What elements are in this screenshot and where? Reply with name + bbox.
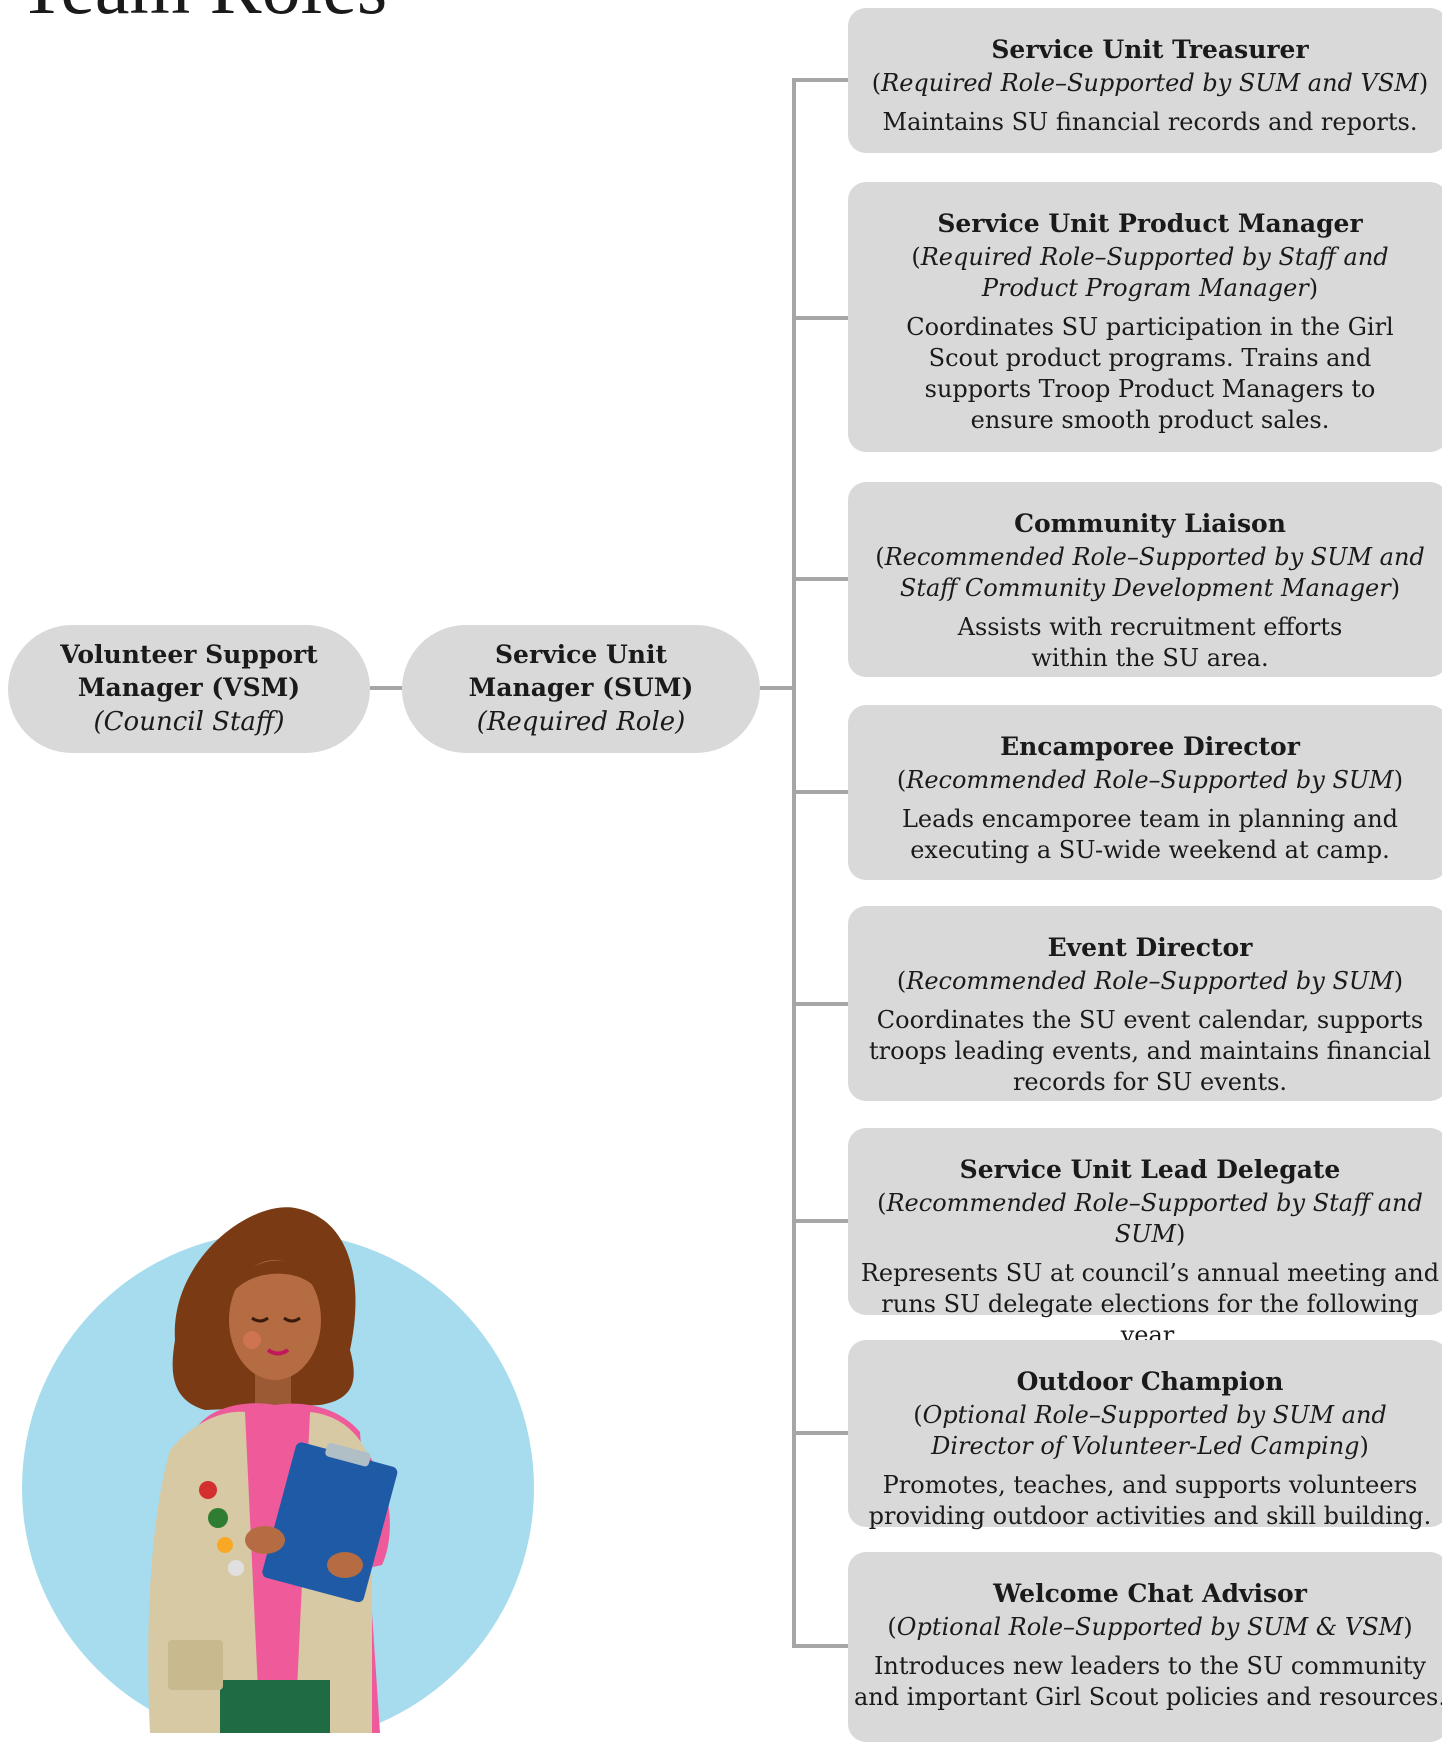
sum-title: Service Unit Manager (SUM) <box>468 640 694 702</box>
role-card-event-director: Event Director (Recommended Role–Support… <box>848 906 1442 1101</box>
role-card-lead-delegate: Service Unit Lead Delegate (Recommended … <box>848 1128 1442 1349</box>
role-support: (Recommended Role–Supported by SUM and S… <box>875 543 1425 602</box>
role-card-treasurer: Service Unit Treasurer (Required Role–Su… <box>848 8 1442 153</box>
branch-connector <box>792 1002 848 1006</box>
branch-connector <box>792 316 848 320</box>
role-title: Outdoor Champion <box>1016 1367 1284 1396</box>
face <box>229 1260 321 1380</box>
branch-connector <box>792 1219 848 1223</box>
branch-connector <box>792 1644 848 1648</box>
vsm-subtitle: (Council Staff) <box>93 707 285 737</box>
role-card-community-liaison: Community Liaison (Recommended Role–Supp… <box>848 482 1442 677</box>
role-description: Coordinates the SU event calendar, suppo… <box>869 1006 1431 1096</box>
role-description: Promotes, teaches, and supports voluntee… <box>868 1471 1432 1530</box>
role-card-product-manager: Service Unit Product Manager (Required R… <box>848 182 1442 452</box>
role-card-welcome-chat-advisor: Welcome Chat Advisor (Optional Role–Supp… <box>848 1552 1442 1742</box>
role-title: Welcome Chat Advisor <box>993 1579 1307 1608</box>
role-tree-trunk <box>792 78 796 1648</box>
girl-scout-illustration <box>22 1207 534 1733</box>
vsm-sum-connector <box>370 686 402 690</box>
branch-connector <box>792 577 848 581</box>
role-title: Service Unit Lead Delegate <box>959 1155 1341 1184</box>
branch-connector <box>792 78 848 82</box>
role-support: (Required Role–Supported by Staff and Pr… <box>911 243 1389 302</box>
role-title: Event Director <box>1047 933 1253 962</box>
role-support: (Recommended Role–Supported by Staff and… <box>877 1189 1423 1248</box>
role-support: (Recommended Role–Supported by SUM) <box>896 766 1404 794</box>
role-support: (Optional Role–Supported by SUM and Dire… <box>913 1401 1387 1460</box>
role-title: Service Unit Treasurer <box>991 35 1309 64</box>
role-title: Service Unit Product Manager <box>937 209 1363 238</box>
role-description: Maintains SU financial records and repor… <box>882 108 1418 136</box>
role-title: Community Liaison <box>1014 509 1286 538</box>
role-card-outdoor-champion: Outdoor Champion (Optional Role–Supporte… <box>848 1340 1442 1530</box>
branch-connector <box>792 790 848 794</box>
role-support: (Recommended Role–Supported by SUM) <box>896 967 1404 995</box>
role-description: Assists with recruitment efforts within … <box>957 613 1343 672</box>
role-support: (Required Role–Supported by SUM and VSM) <box>871 69 1429 97</box>
role-description: Coordinates SU participation in the Girl… <box>906 313 1394 434</box>
clipboard <box>262 1442 398 1603</box>
sum-trunk-connector <box>760 686 794 690</box>
sum-subtitle: (Required Role) <box>476 707 686 737</box>
role-title: Encamporee Director <box>1000 732 1300 761</box>
role-description: Represents SU at council’s annual meetin… <box>860 1259 1440 1349</box>
role-card-encamporee-director: Encamporee Director (Recommended Role–Su… <box>848 705 1442 880</box>
branch-connector <box>792 1431 848 1435</box>
page-title: Team Roles <box>18 0 387 26</box>
role-support: (Optional Role–Supported by SUM & VSM) <box>887 1613 1413 1641</box>
role-description: Introduces new leaders to the SU communi… <box>854 1652 1442 1711</box>
role-description: Leads encamporee team in planning and ex… <box>901 805 1399 864</box>
vsm-role-box: Volunteer Support Manager (VSM) (Council… <box>8 625 370 753</box>
vsm-title: Volunteer Support Manager (VSM) <box>60 640 318 702</box>
sum-role-box: Service Unit Manager (SUM) (Required Rol… <box>402 625 760 753</box>
